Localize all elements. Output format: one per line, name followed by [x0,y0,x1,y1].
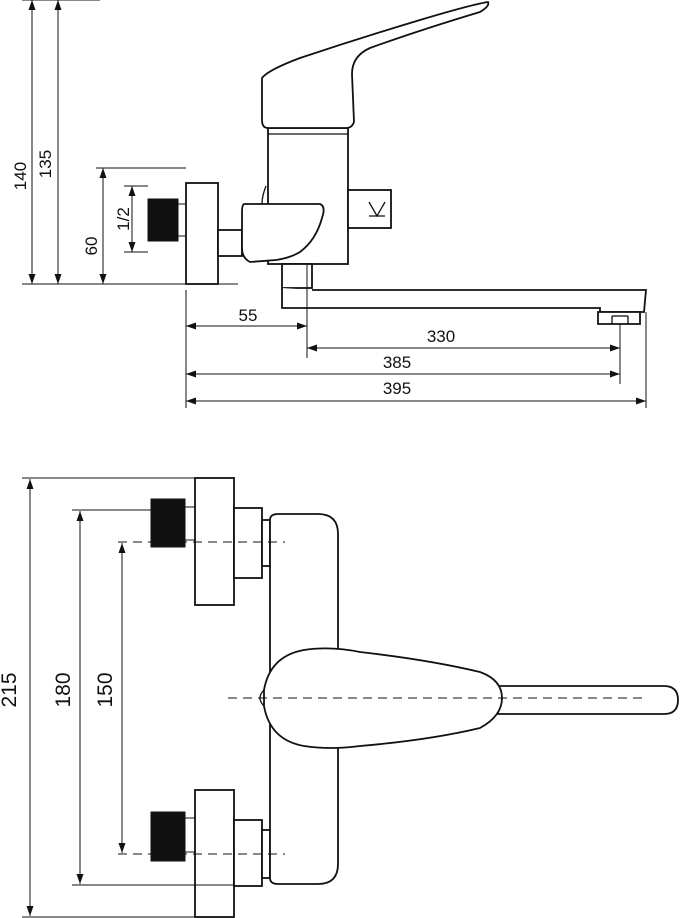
dim-label-135: 135 [36,150,55,178]
side-knob [347,189,392,229]
inlet-connector [147,198,179,242]
dim-label-thread: 1/2 [114,207,133,231]
lower-inlet-connector [150,811,186,862]
wall-plate [185,182,219,285]
dim-label-140: 140 [11,162,30,190]
dim-label-395: 395 [383,379,411,398]
upper-nut-rim [261,519,271,567]
upper-nut [233,507,263,579]
lower-nut [233,819,263,887]
eccentric-arm [217,229,243,257]
dim-label-330: 330 [427,327,455,346]
dim-label-150: 150 [94,672,117,707]
spout-top [497,685,679,715]
side-view: 140 135 60 1/2 55 330 385 395 [11,0,647,408]
dim-label-180: 180 [52,672,75,707]
top-view: 215 180 150 [0,477,679,918]
connection-nut [241,203,325,263]
dim-label-60: 60 [82,237,101,256]
spout [281,288,647,313]
lever-handle [261,1,490,129]
aerator [597,311,641,325]
upper-inlet-connector [150,498,186,548]
dim-label-55: 55 [239,306,258,325]
dim-label-385: 385 [383,353,411,372]
dim-label-215: 215 [0,672,21,707]
